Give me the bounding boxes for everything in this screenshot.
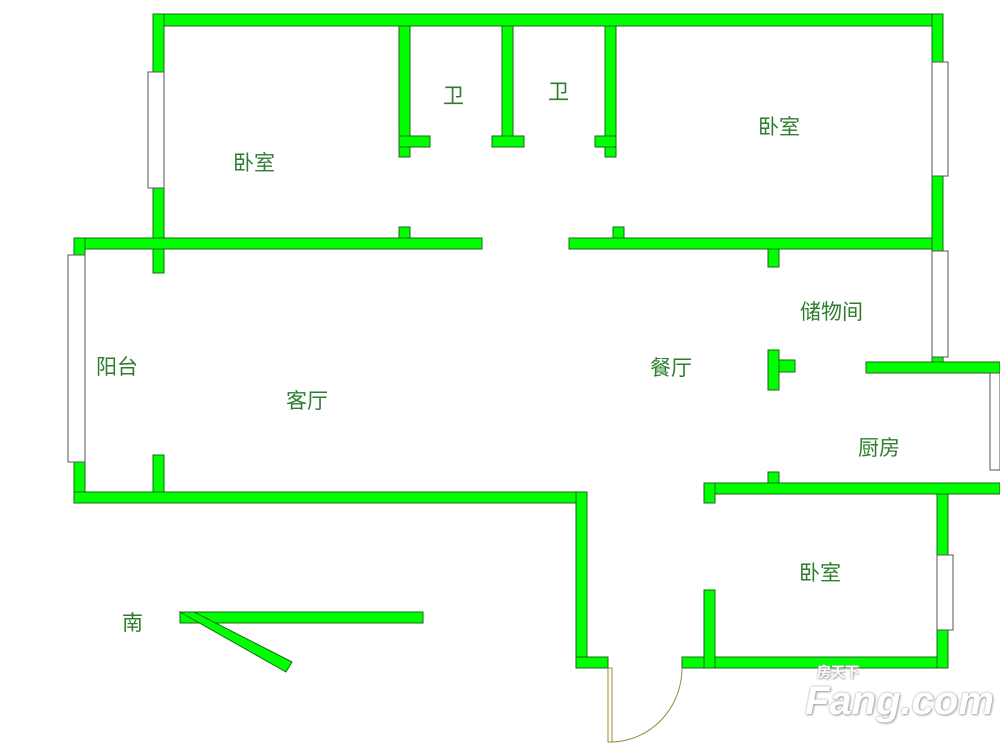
south-arrow: [178, 611, 424, 673]
label-storage: 储物间: [800, 300, 863, 324]
windows: [67, 61, 1000, 631]
walls: [73, 13, 1000, 669]
label-kitchen: 厨房: [858, 436, 900, 460]
watermark-brand: Fang.com: [805, 679, 994, 723]
label-living: 客厅: [286, 389, 328, 413]
watermark-logo: 房天下 Fang.com: [805, 664, 994, 722]
watermark-chinese: 房天下: [817, 664, 859, 680]
label-bedroom-se: 卧室: [799, 561, 841, 585]
label-bedroom-ne: 卧室: [758, 115, 800, 139]
label-dining: 餐厅: [650, 356, 692, 380]
label-balcony: 阳台: [96, 355, 138, 379]
label-bath-1: 卫: [443, 84, 464, 108]
label-bedroom-nw: 卧室: [233, 151, 275, 175]
label-bath-2: 卫: [548, 80, 569, 104]
entry-door: [607, 667, 683, 743]
compass-label: 南: [122, 611, 143, 635]
